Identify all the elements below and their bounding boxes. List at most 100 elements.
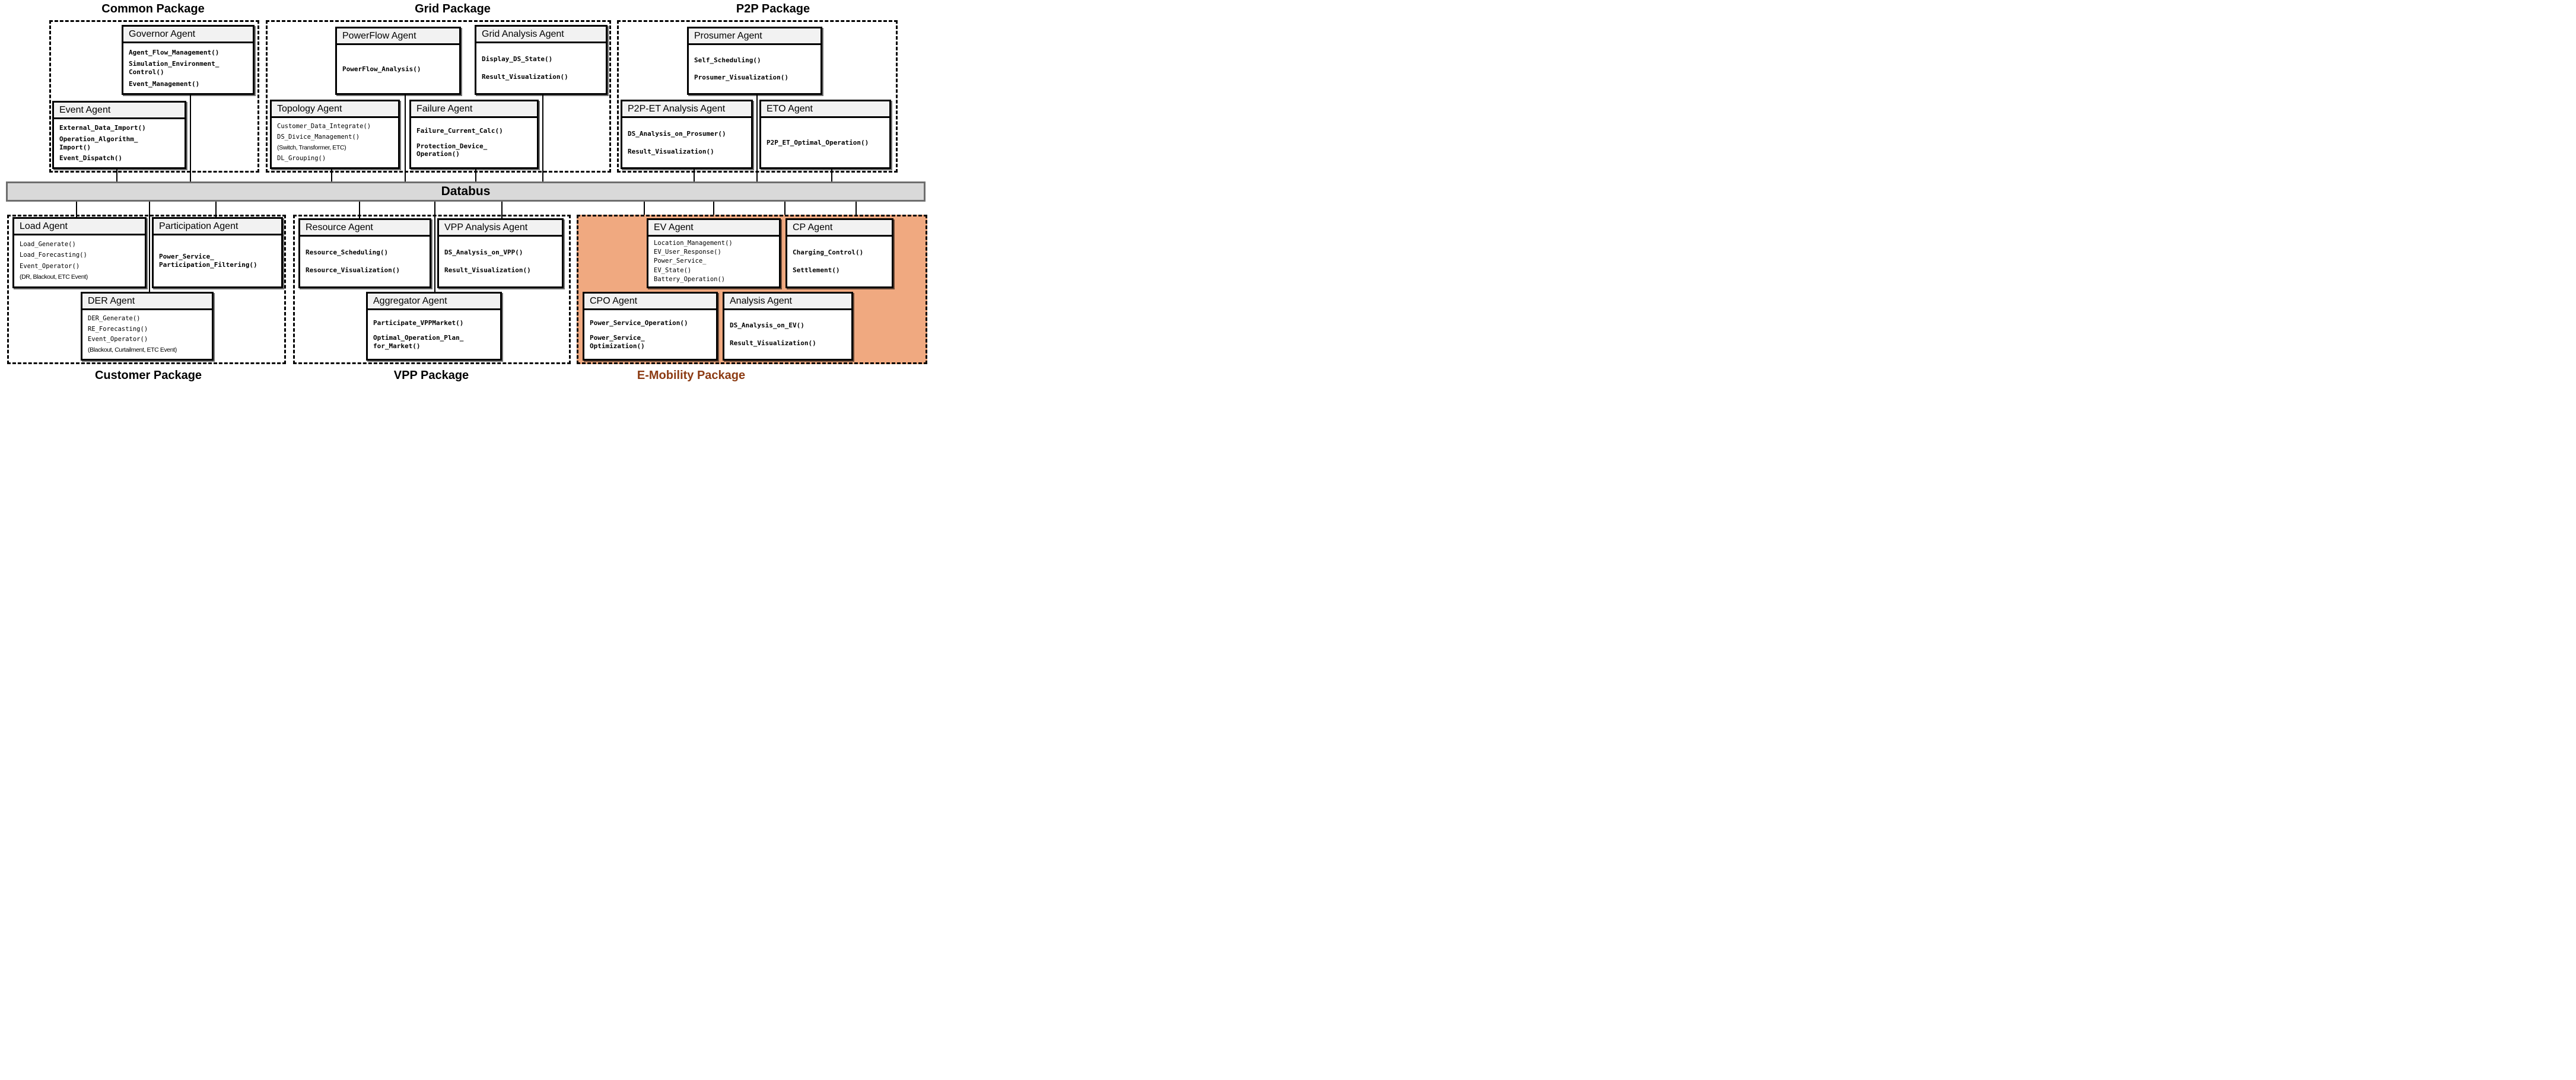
method-line: Settlement() <box>793 266 840 275</box>
agent-methods-powerflow: PowerFlow_Analysis() <box>337 45 459 93</box>
databus-connector-line <box>405 95 406 181</box>
method-line: Import() <box>59 143 91 151</box>
databus-connector-line <box>215 202 217 217</box>
method-line: (Switch, Transformer, ETC) <box>277 144 346 151</box>
method-block: Customer_Data_Integrate() <box>277 123 393 130</box>
method-line: DS_Analysis_on_Prosumer() <box>628 129 726 138</box>
method-block: Power_Service_Operation() <box>590 319 711 327</box>
agent-methods-failure: Failure_Current_Calc() Protection_Device_… <box>411 118 537 167</box>
package-title-grid: Grid Package <box>415 2 491 15</box>
databus-connector-line <box>76 202 77 217</box>
agent-methods-cp: Charging_Control()Settlement() <box>787 237 892 286</box>
method-line: DER_Generate() <box>88 314 141 322</box>
method-block: (Blackout, Curtailment, ETC Event) <box>88 346 206 354</box>
method-block: Resource_Visualization() <box>306 266 424 275</box>
method-line: P2P_ET_Optimal_Operation() <box>767 138 869 146</box>
agent-methods-prosumer: Self_Scheduling()Prosumer_Visualization(… <box>689 45 820 93</box>
agent-header-gridanalysis: Grid Analysis Agent <box>476 27 606 43</box>
package-title-common: Common Package <box>101 2 205 15</box>
databus-connector-line <box>475 169 476 181</box>
agent-methods-event: External_Data_Import()Operation_Algorith… <box>54 119 185 167</box>
method-line: (Blackout, Curtailment, ETC Event) <box>88 346 177 354</box>
method-line: Battery_Operation() <box>654 275 726 283</box>
method-line: Result_Visualization() <box>730 339 816 348</box>
method-line: Result_Visualization() <box>482 73 568 81</box>
agent-methods-p2pet: DS_Analysis_on_Prosumer() Result_Visualiz… <box>622 118 751 167</box>
method-line: PowerFlow_Analysis() <box>342 65 421 73</box>
databus-connector-line <box>756 95 758 181</box>
method-block: Location_Management() <box>654 240 774 247</box>
method-line: for_Market() <box>373 342 421 350</box>
method-line: Control() <box>129 68 164 76</box>
package-box-common <box>49 20 259 173</box>
agent-methods-vppanalysis: DS_Analysis_on_VPP()Result_Visualization… <box>439 237 562 286</box>
package-box-customer <box>7 215 286 364</box>
method-line: Simulation_Environment_ <box>129 60 220 68</box>
method-line: DS_Divice_Management() <box>277 133 360 141</box>
method-block: Power_Service_ <box>654 257 774 265</box>
databus-connector-line <box>116 169 117 181</box>
method-block: Failure_Current_Calc() <box>416 127 532 135</box>
databus-connector-line <box>542 95 543 181</box>
method-block: External_Data_Import() <box>59 124 179 132</box>
agent-header-cpo: CPO Agent <box>584 294 716 310</box>
method-block: Event_Dispatch() <box>59 154 179 163</box>
method-block: Result_Visualization() <box>628 148 746 156</box>
package-title-p2p: P2P Package <box>736 2 810 15</box>
method-line: Event_Management() <box>129 79 200 88</box>
method-line: Failure_Current_Calc() <box>416 126 503 135</box>
databus-connector-line <box>694 169 695 181</box>
method-line: Protection_Device_ <box>416 142 488 150</box>
method-line: (DR, Blackout, ETC Event) <box>20 273 88 281</box>
method-line: Event_Operator() <box>20 262 80 270</box>
method-line: Result_Visualization() <box>628 147 714 155</box>
agent-methods-resource: Resource_Scheduling()Resource_Visualizat… <box>300 237 430 286</box>
method-block: Result_Visualization() <box>730 339 846 348</box>
method-block: DER_Generate() <box>88 315 206 323</box>
method-line: Customer_Data_Integrate() <box>277 122 371 130</box>
method-block: EV_User_Response() <box>654 249 774 256</box>
agent-header-p2pet: P2P-ET Analysis Agent <box>622 101 751 118</box>
agent-header-topology: Topology Agent <box>272 101 398 118</box>
method-line: Location_Management() <box>654 240 733 247</box>
agent-header-eto: ETO Agent <box>761 101 889 118</box>
agent-header-ev: EV Agent <box>648 220 779 237</box>
agent-header-governor: Governor Agent <box>123 27 253 43</box>
method-block: Power_Service_Optimization() <box>590 334 711 351</box>
agent-methods-load: Load_Generate()Load_Forecasting()Event_O… <box>14 235 145 286</box>
method-block: Participate_VPPMarket() <box>373 319 495 327</box>
method-block: EV_State() <box>654 267 774 275</box>
method-block: DS_Analysis_on_Prosumer() <box>628 130 746 138</box>
agent-header-participation: Participation Agent <box>154 219 281 235</box>
agent-header-load: Load Agent <box>14 219 145 235</box>
method-block: PowerFlow_Analysis() <box>342 65 454 74</box>
method-block: Optimal_Operation_Plan_for_Market() <box>373 334 495 351</box>
method-block: Agent_Flow_Management() <box>129 49 247 57</box>
method-block: Load_Generate() <box>20 241 139 249</box>
method-block: DS_Divice_Management() <box>277 133 393 141</box>
method-block: Event_Operator() <box>20 263 139 270</box>
package-box-vpp <box>293 215 571 364</box>
method-block: Event_Operator() <box>88 336 206 343</box>
method-line: Power_Service_ <box>590 333 645 342</box>
method-line: DS_Analysis_on_VPP() <box>444 248 523 256</box>
method-line: Display_DS_State() <box>482 55 553 63</box>
method-line: EV_State() <box>654 266 692 274</box>
method-block: DS_Analysis_on_VPP() <box>444 249 556 257</box>
method-block: Self_Scheduling() <box>694 56 815 65</box>
method-line: EV_User_Response() <box>654 249 721 256</box>
databus-connector-line <box>856 202 857 218</box>
method-line: Load_Generate() <box>20 240 76 248</box>
method-block: Power_Service_Participation_Filtering() <box>159 253 276 269</box>
